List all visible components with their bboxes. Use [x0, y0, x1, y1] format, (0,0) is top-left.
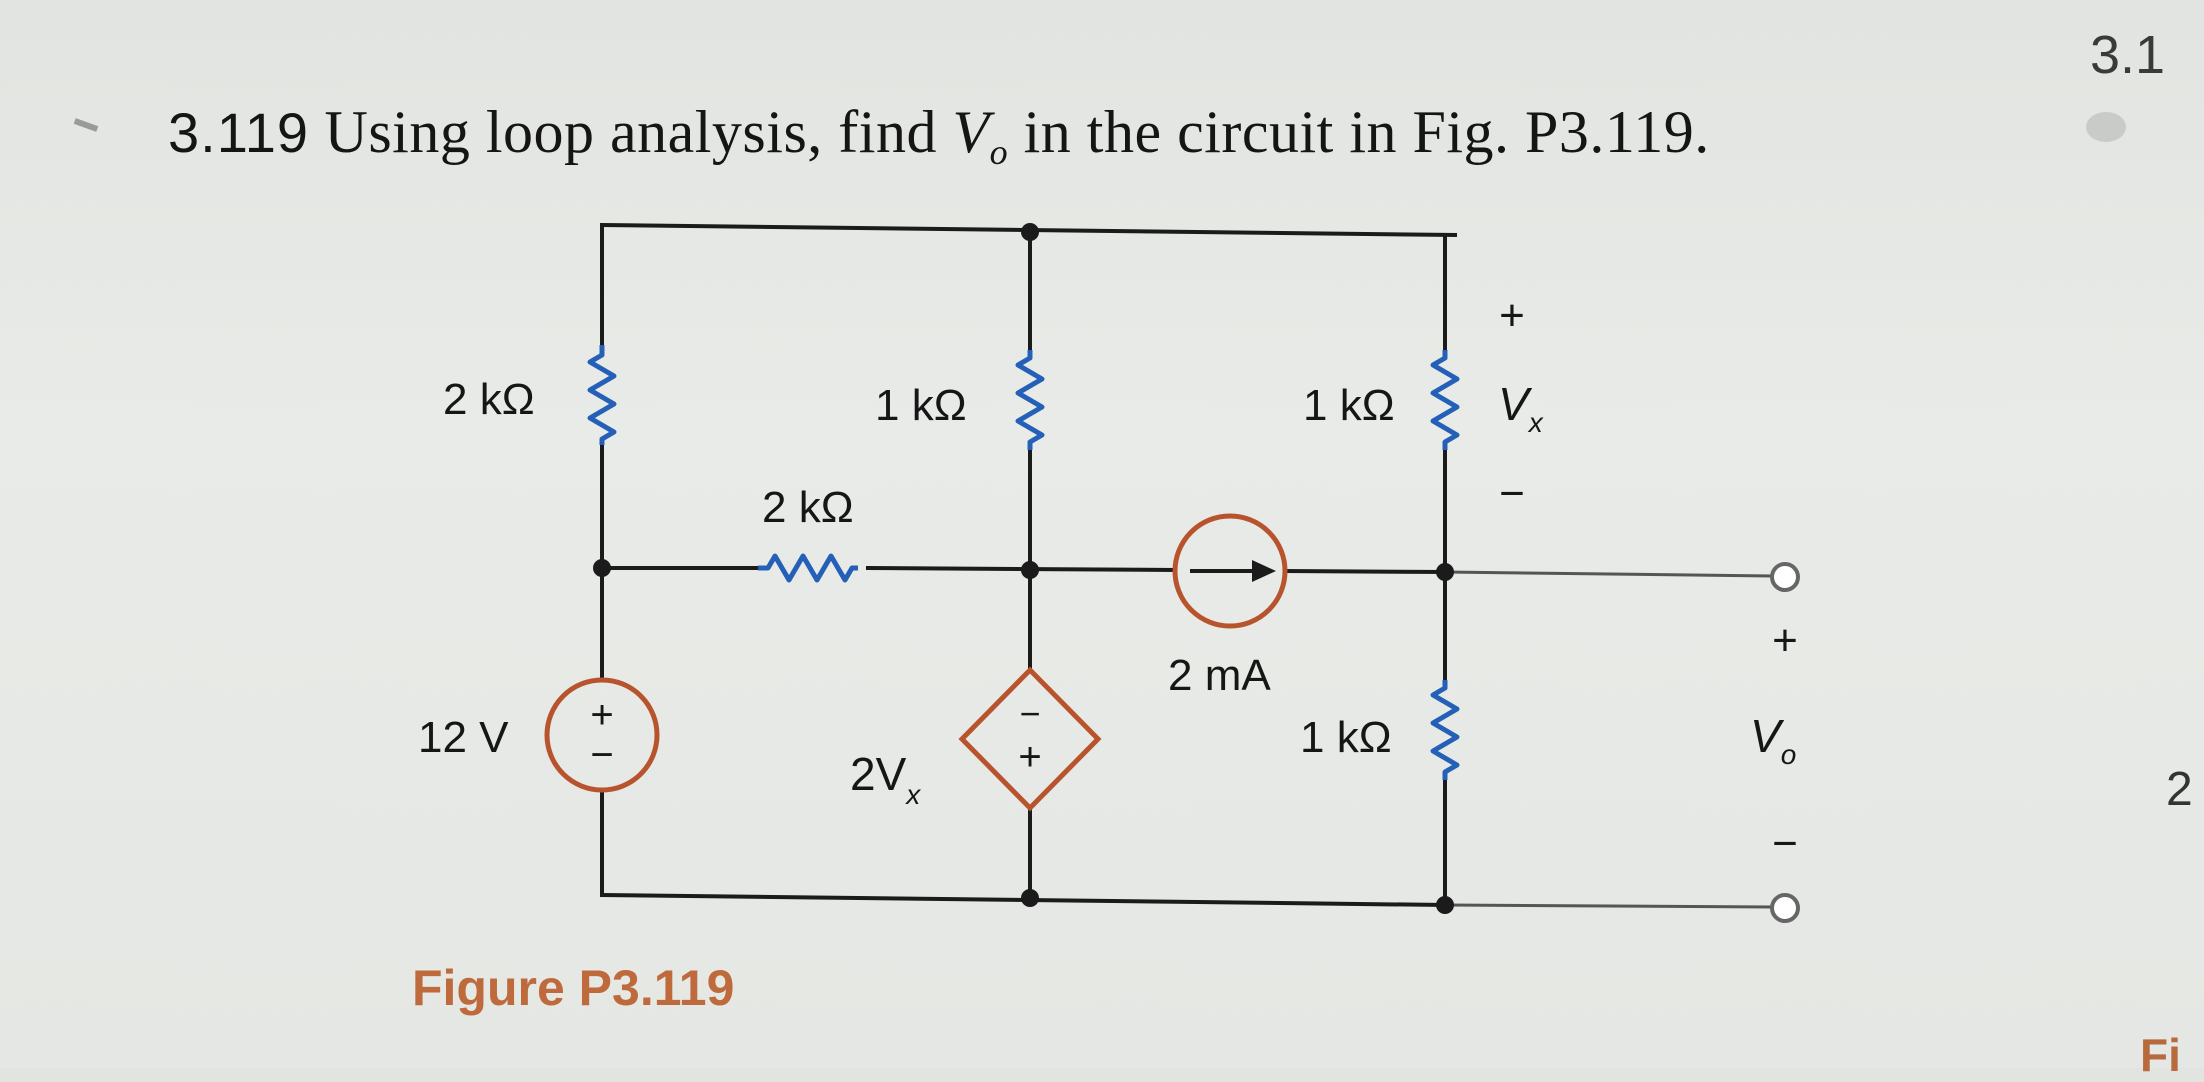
resistor-1k-top-middle: [1015, 350, 1045, 450]
problem-statement: 3.119 Using loop analysis, find Vo in th…: [168, 98, 1710, 173]
label-2ma-source: 2 mA: [1168, 651, 1271, 700]
voltage-source-12v: + −: [544, 677, 660, 793]
voltage-source-plus: +: [590, 693, 613, 737]
label-12v-source: 12 V: [418, 713, 509, 762]
current-source-2ma: [1172, 513, 1288, 629]
vo-minus: −: [1772, 819, 1798, 868]
label-2k-horizontal: 2 kΩ: [762, 483, 854, 532]
problem-text-end: in the circuit in Fig. P3.119.: [1008, 99, 1710, 165]
dependent-source-minus: −: [1019, 693, 1040, 734]
next-problem-icon: [2086, 112, 2126, 142]
resistor-2k-horizontal: [758, 553, 858, 583]
vx-minus: −: [1499, 469, 1525, 518]
resistor-1k-top-right: [1430, 350, 1460, 450]
label-1k-top-middle: 1 kΩ: [875, 381, 967, 430]
voltage-source-minus: −: [590, 733, 613, 777]
label-1k-top-right: 1 kΩ: [1303, 381, 1395, 430]
vo-variable-subscript: o: [989, 132, 1009, 172]
vo-variable: V: [952, 99, 990, 165]
output-leads: [1444, 570, 1773, 909]
vx-label: Vx: [1498, 378, 1544, 438]
output-terminal-bottom: [1770, 893, 1800, 923]
figure-caption: Figure P3.119: [412, 960, 734, 1016]
vo-plus: +: [1772, 616, 1798, 665]
label-dependent-source: 2Vx: [850, 748, 921, 810]
resistor-2k-top-left: [587, 345, 617, 445]
output-terminal-top: [1770, 562, 1800, 592]
problem-number: 3.119: [168, 101, 309, 164]
vo-label: Vo: [1750, 710, 1796, 770]
resistor-1k-bottom-right: [1430, 680, 1460, 780]
problem-text-start: Using loop analysis, find: [324, 99, 953, 165]
next-problem-number: 3.1: [2090, 25, 2166, 85]
junction-nodes: [593, 223, 1454, 914]
dependent-voltage-source: − +: [958, 666, 1102, 812]
dependent-source-plus: +: [1018, 735, 1041, 779]
margin-number: 2: [2166, 763, 2193, 816]
label-2k-top-left: 2 kΩ: [443, 375, 535, 424]
label-1k-bottom-right: 1 kΩ: [1300, 713, 1392, 762]
vx-plus: +: [1499, 291, 1525, 340]
